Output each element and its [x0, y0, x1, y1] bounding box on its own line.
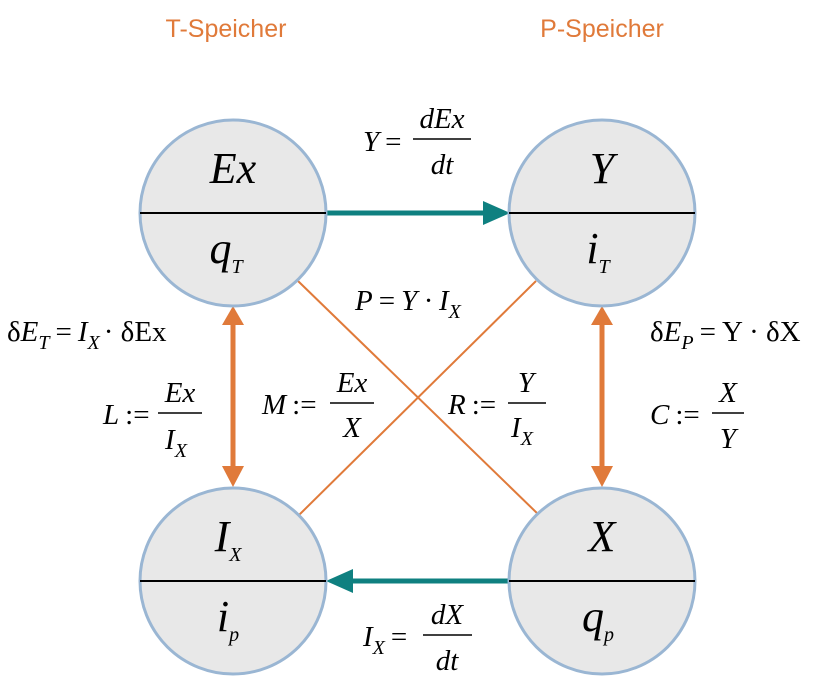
m-numerator: Ex	[336, 367, 368, 399]
double-arrow-left	[222, 306, 244, 487]
node-x: X qp	[507, 486, 697, 676]
cross-line-y-to-ix	[297, 280, 537, 517]
node-x-top: X	[587, 512, 618, 561]
equation-m: M:= Ex X	[261, 367, 374, 444]
node-y-bottom: iT	[586, 224, 611, 278]
t-storage-header: T-Speicher	[166, 15, 287, 43]
node-y: Y iT	[507, 118, 697, 308]
node-ex: Ex qT	[138, 118, 328, 308]
r-denominator: IX	[510, 412, 534, 450]
c-denominator: Y	[720, 423, 739, 455]
node-x-bottom: qp	[582, 592, 614, 646]
cross-line-ex-to-x	[297, 280, 541, 517]
node-ex-bottom: qT	[209, 224, 244, 278]
svg-text:IX=: IX=	[362, 621, 407, 659]
svg-text:L:=: L:=	[102, 399, 150, 431]
ix-def-numerator: dX	[431, 599, 465, 631]
c-numerator: X	[718, 377, 738, 409]
equation-l: L:= Ex IX	[102, 377, 202, 462]
l-numerator: Ex	[164, 377, 196, 409]
equation-ix-definition: IX= dX dt	[362, 599, 472, 677]
svg-text:C:=: C:=	[650, 399, 700, 431]
node-y-top: Y	[590, 144, 619, 193]
flow-arrow-top	[326, 201, 510, 225]
node-ix-bottom: ip	[217, 592, 239, 646]
double-arrow-right	[591, 306, 613, 487]
node-ex-top: Ex	[209, 144, 257, 193]
y-def-denominator: dt	[431, 149, 455, 181]
flow-arrow-bottom	[326, 569, 510, 593]
svg-text:Y=: Y=	[363, 126, 402, 158]
svg-text:M:=: M:=	[261, 389, 317, 421]
equation-r: R:= Y IX	[447, 367, 546, 450]
m-denominator: X	[342, 412, 362, 444]
ix-def-denominator: dt	[436, 645, 460, 677]
equation-c: C:= X Y	[650, 377, 744, 455]
r-numerator: Y	[518, 367, 537, 399]
equation-delta-e-p: δEP=Y · δX	[650, 316, 801, 354]
p-storage-header: P-Speicher	[540, 15, 664, 43]
equation-y-definition: Y= dEx dt	[363, 103, 471, 181]
equation-power: P=Y · IX	[354, 285, 462, 323]
node-ix: IX ip	[138, 486, 328, 676]
svg-text:R:=: R:=	[447, 389, 496, 421]
l-denominator: IX	[164, 424, 188, 462]
y-def-numerator: dEx	[419, 103, 464, 135]
equation-delta-e-t: δET=IX· δEx	[7, 316, 167, 354]
node-ix-top: IX	[214, 512, 243, 566]
